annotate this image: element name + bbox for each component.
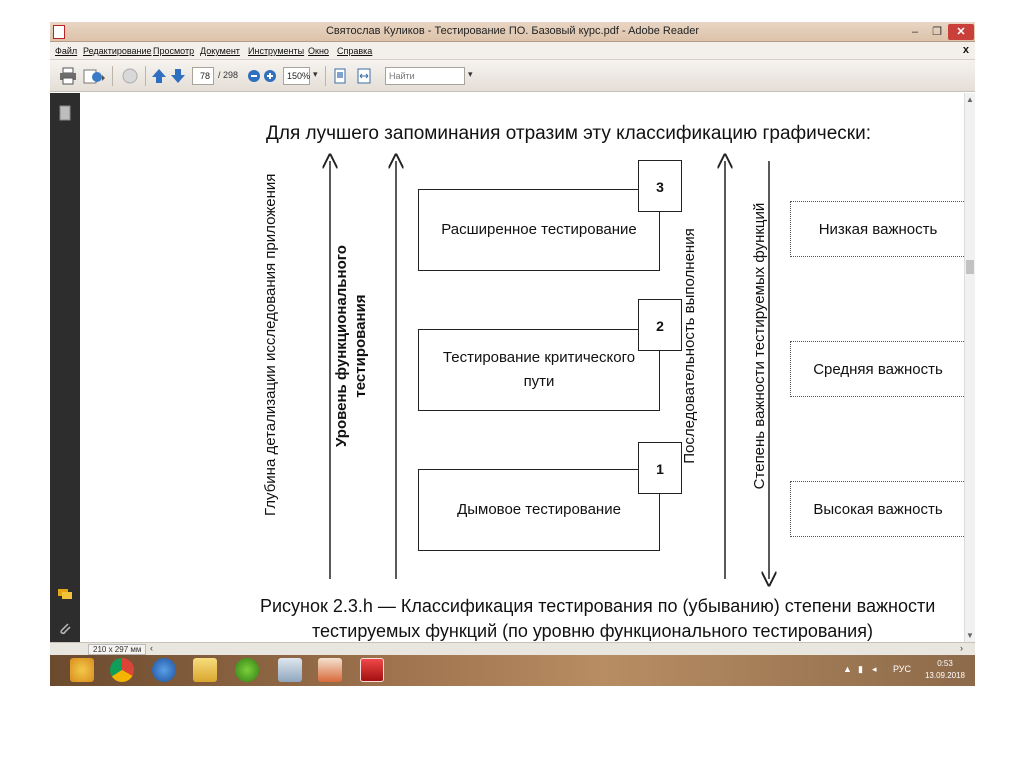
importance-low: Низкая важность [790, 201, 964, 257]
menu-document[interactable]: Документ [200, 46, 240, 56]
print-icon[interactable] [58, 67, 78, 85]
clock-time: 0:53 [937, 659, 953, 668]
adobe-reader-window: Святослав Куликов - Тестирование ПО. Баз… [50, 22, 975, 686]
box-number-2: 2 [638, 299, 682, 351]
scroll-down-icon[interactable]: ▼ [966, 631, 974, 640]
windows-taskbar: ▲ ▮ ◂ РУС 0:53 13.09.2018 [50, 655, 975, 686]
next-page-icon[interactable] [170, 67, 186, 85]
menu-edit[interactable]: Редактирование [83, 46, 152, 56]
search-dropdown-icon[interactable]: ▾ [468, 69, 473, 79]
attachments-panel-icon[interactable] [57, 620, 73, 636]
comments-panel-icon[interactable] [57, 586, 73, 602]
axis-label-detail-depth: Глубина детализации исследования приложе… [262, 173, 279, 516]
scroll-left-icon[interactable]: ‹ [150, 643, 153, 653]
toolbar-separator [145, 66, 146, 86]
menu-view[interactable]: Просмотр [153, 46, 195, 56]
zoom-in-icon[interactable] [263, 67, 277, 85]
box-extended-testing: Расширенное тестирование [418, 189, 660, 271]
share-icon[interactable] [82, 67, 106, 85]
status-bar: 210 x 297 мм ‹ › [50, 642, 975, 655]
axis-label-execution-order: Последовательность выполнения [681, 228, 698, 464]
importance-medium: Средняя важность [790, 341, 964, 397]
axis-label-functional-level: Уровень функционального тестирования [333, 245, 369, 447]
adobe-reader-taskbar-icon[interactable] [360, 658, 384, 682]
window-title: Святослав Куликов - Тестирование ПО. Баз… [325, 25, 700, 37]
adobe-reader-app-icon[interactable] [53, 25, 65, 39]
language-indicator[interactable]: РУС [893, 664, 912, 674]
tray-expand-icon[interactable]: ▲ [843, 664, 852, 674]
figure-caption-line-1: Рисунок 2.3.h — Классификация тестирован… [260, 596, 936, 616]
fit-page-icon[interactable] [332, 67, 348, 85]
importance-high: Высокая важность [790, 481, 964, 537]
system-clock[interactable]: 0:53 13.09.2018 [920, 658, 970, 682]
media-player-icon[interactable] [278, 658, 302, 682]
menu-tools[interactable]: Инструменты [248, 46, 305, 56]
toolbar: 78 / 298 150% ▾ Найти ▾ [50, 60, 975, 92]
chrome-icon[interactable] [110, 658, 134, 682]
clock-date: 13.09.2018 [924, 671, 966, 680]
search-input[interactable]: Найти [385, 67, 465, 85]
zoom-dropdown-icon[interactable]: ▾ [313, 69, 318, 79]
file-explorer-icon[interactable] [193, 658, 217, 682]
scroll-up-icon[interactable]: ▲ [966, 95, 974, 104]
menu-file[interactable]: Файл [55, 46, 78, 56]
previous-page-icon[interactable] [151, 67, 167, 85]
document-page: Для лучшего запоминания отразим эту клас… [80, 93, 964, 642]
fit-width-icon[interactable] [356, 67, 372, 85]
navigation-panel [50, 93, 80, 642]
network-icon[interactable]: ▮ [858, 664, 863, 674]
menu-bar: Файл Редактирование Просмотр Документ Ин… [50, 42, 975, 60]
hand-tool-icon[interactable] [120, 67, 140, 85]
start-button-icon[interactable] [70, 658, 94, 682]
zoom-out-icon[interactable] [247, 67, 261, 85]
page-size-indicator: 210 x 297 мм [88, 644, 147, 655]
powerpoint-icon[interactable] [318, 658, 342, 682]
maximize-button[interactable]: ❐ [932, 26, 942, 38]
page-number-input[interactable]: 78 [192, 67, 214, 85]
diagram-lines [80, 93, 964, 642]
vertical-scrollbar[interactable]: ▲ ▼ [964, 93, 975, 642]
utorrent-icon[interactable] [235, 658, 259, 682]
box-number-1: 1 [638, 442, 682, 494]
title-bar: Святослав Куликов - Тестирование ПО. Баз… [50, 22, 975, 42]
toolbar-separator [112, 66, 113, 86]
zoom-level-input[interactable]: 150% [283, 67, 310, 85]
document-heading: Для лучшего запоминания отразим эту клас… [266, 123, 871, 144]
box-number-3: 3 [638, 160, 682, 212]
menu-window[interactable]: Окно [308, 46, 329, 56]
toolbar-separator [325, 66, 326, 86]
qip-icon[interactable] [152, 658, 176, 682]
menu-help[interactable]: Справка [337, 46, 373, 56]
page-total: / 298 [218, 70, 239, 80]
box-smoke-testing: Дымовое тестирование [418, 469, 660, 551]
minimize-button[interactable]: – [911, 26, 919, 38]
scrollbar-thumb[interactable] [966, 260, 974, 274]
document-close-button[interactable]: x [962, 44, 969, 56]
figure-caption-line-2: тестируемых функций (по уровню функциона… [312, 621, 873, 641]
close-button[interactable]: ✕ [948, 24, 974, 40]
box-critical-path-testing: Тестирование критического пути [418, 329, 660, 411]
volume-icon[interactable]: ◂ [872, 664, 877, 674]
axis-label-importance-degree: Степень важности тестируемых функций [751, 202, 768, 490]
pages-panel-icon[interactable] [57, 105, 73, 121]
scroll-right-icon[interactable]: › [960, 643, 963, 653]
